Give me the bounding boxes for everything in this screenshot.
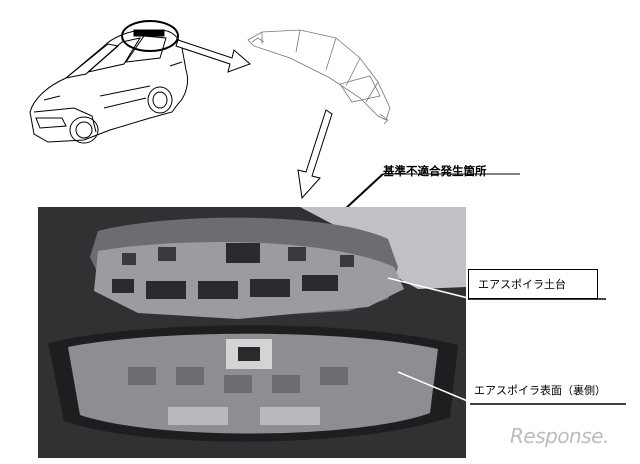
spoiler-base-label-box (468, 269, 598, 299)
illustration-area (29, 20, 520, 210)
arrow-down-icon (297, 109, 333, 200)
spoiler-base-label: エアスポイラ土台 (478, 278, 566, 291)
spoiler-surface-part (48, 325, 458, 442)
highlight-ellipse (121, 20, 179, 52)
defect-pointer-line (343, 173, 384, 210)
spoiler-base-part (90, 217, 404, 319)
spoiler-illustration (247, 29, 391, 125)
arrow-right-icon (175, 39, 251, 73)
defect-location-label: 基準不適合発生箇所 (383, 164, 487, 178)
spoiler-parts-photo (38, 207, 466, 458)
response-watermark: Response. (510, 424, 609, 448)
car-illustration (29, 29, 189, 144)
spoiler-surface-label: エアスポイラ表面（裏側） (474, 384, 606, 397)
